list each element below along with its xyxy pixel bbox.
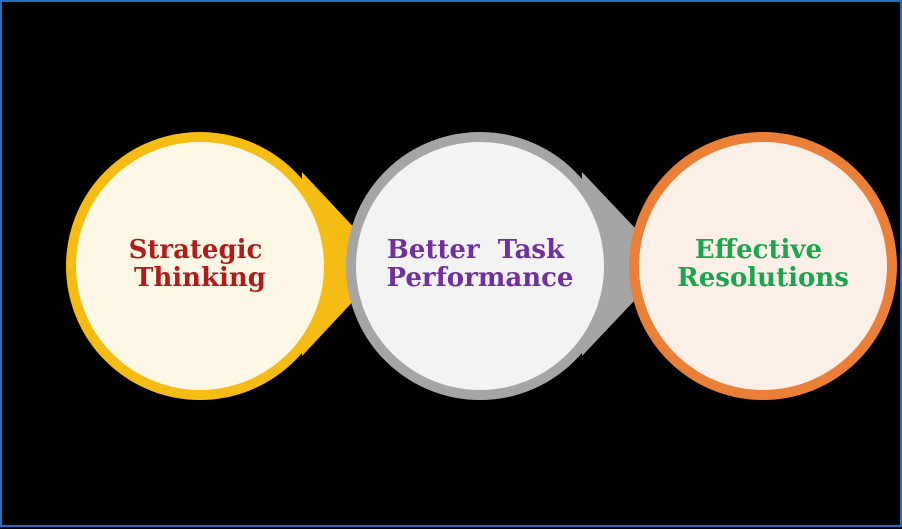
step-1-label-line-2: Thinking [134,263,266,293]
step-1-label-line-1: Strategic [129,235,263,265]
step-strategic-thinking: Strategic Thinking [66,132,388,400]
step-2-label-line-2: Performance [387,263,574,293]
step-3-label: Effective Resolutions [677,235,849,293]
step-3-circle [629,132,897,400]
step-2-circle [346,132,614,400]
step-3-label-line-1: Effective [695,235,822,265]
step-1-circle [66,132,334,400]
step-3-label-line-2: Resolutions [677,263,849,293]
step-2-label-line-1: Better Task [387,235,565,265]
step-better-task-performance: Better Task Performance [346,132,669,400]
step-2-label: Better Task Performance [387,235,574,293]
step-effective-resolutions: Effective Resolutions [629,132,897,400]
step-1-label: Strategic Thinking [129,235,272,293]
